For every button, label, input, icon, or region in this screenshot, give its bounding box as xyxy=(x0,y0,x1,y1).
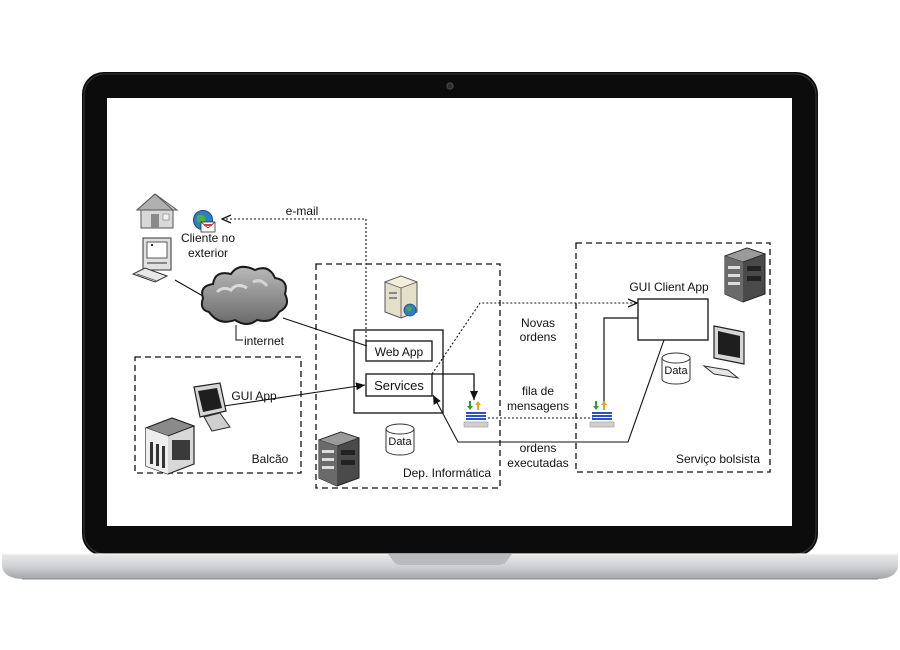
balcao-boundary xyxy=(134,356,302,474)
globe-mail-icon xyxy=(193,210,216,233)
diagram: Web App Services GUI Client App e-mail C… xyxy=(131,193,771,489)
email-label: e-mail xyxy=(286,204,319,218)
cloud-icon xyxy=(200,265,288,325)
internet-leader xyxy=(235,325,243,341)
rack-server-icon xyxy=(723,247,767,303)
data-label-right: Data xyxy=(664,365,688,377)
internet-to-webapp-line xyxy=(282,317,368,347)
webcam-icon xyxy=(446,82,454,90)
data-label-left: Data xyxy=(388,436,412,448)
gui-client-app-label: GUI Client App xyxy=(629,280,709,294)
fila-label-line1: fila de xyxy=(522,384,554,398)
guiclient-to-queue-arrow xyxy=(603,317,638,405)
message-queue-icon xyxy=(589,401,615,428)
gui-app-label: GUI App xyxy=(231,389,277,403)
fila-label-line2: mensagens xyxy=(507,399,569,413)
cliente-label-line1: Cliente no xyxy=(181,231,235,245)
dep-informatica-label: Dep. Informática xyxy=(403,466,491,480)
novas-ordens-dotted-arrow xyxy=(431,303,637,375)
services-label: Services xyxy=(374,378,424,393)
novas-ordens-line1: Novas xyxy=(521,316,555,330)
laptop-base xyxy=(2,553,898,580)
novas-ordens-line2: ordens xyxy=(520,330,557,344)
server-icon xyxy=(383,275,419,319)
cliente-label-line2: exterior xyxy=(188,246,228,260)
web-app-box xyxy=(365,340,433,362)
web-app-label: Web App xyxy=(375,345,424,359)
crt-monitor-icon xyxy=(193,382,231,432)
services-box xyxy=(365,373,433,397)
ordens-executadas-arrow xyxy=(432,339,665,443)
balcao-label: Balcão xyxy=(252,452,289,466)
guiapp-to-services-arrow xyxy=(223,382,366,407)
ordens-executadas-line2: executadas xyxy=(507,456,568,470)
house-icon xyxy=(135,193,179,229)
internet-label: internet xyxy=(244,334,285,348)
database-icon: Data xyxy=(661,352,691,385)
bank-building-icon xyxy=(144,417,196,475)
dep-informatica-boundary xyxy=(315,263,501,489)
crt-monitor-icon xyxy=(702,325,745,379)
email-dotted-arrow xyxy=(222,219,367,341)
database-icon: Data xyxy=(385,423,415,456)
servico-bolsista-label: Serviço bolsista xyxy=(676,452,760,466)
services-to-queue-arrow xyxy=(432,373,478,400)
servico-bolsista-boundary xyxy=(575,242,771,473)
rack-server-icon xyxy=(317,431,361,487)
gui-client-app-box xyxy=(637,298,709,341)
message-queue-icon xyxy=(463,401,489,428)
ordens-executadas-line1: ordens xyxy=(520,441,557,455)
desktop-computer-icon xyxy=(131,237,172,283)
